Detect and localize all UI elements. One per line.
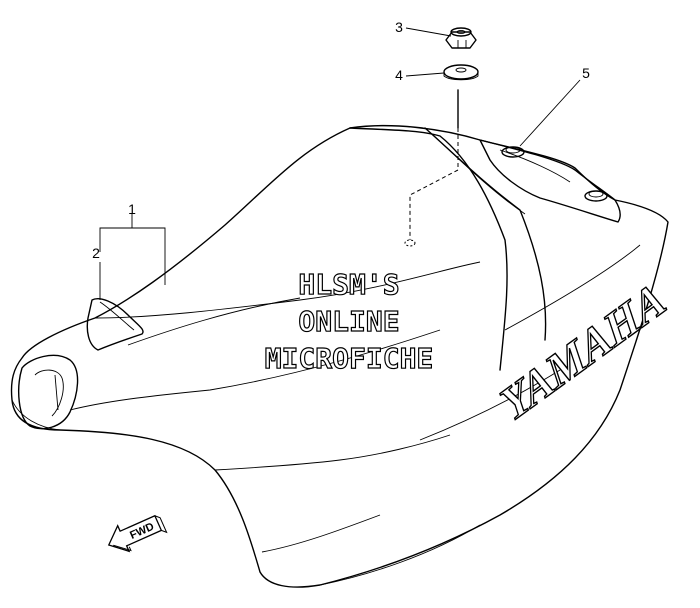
leader-lines	[99, 27, 581, 300]
watermark-line-1: HLSM'S	[298, 268, 399, 301]
watermark: HLSM'S ONLINE MICROFICHE	[264, 267, 434, 375]
brand-logo-text: YAMAHA	[493, 272, 674, 431]
hidden-stud	[409, 128, 459, 240]
grommet-hole-rear	[584, 190, 608, 202]
callout-2: 2	[92, 245, 100, 261]
washer-part	[443, 64, 479, 81]
nut-part	[445, 27, 477, 49]
seat-assembly	[10, 124, 669, 588]
seat-rear-panel	[349, 127, 508, 371]
watermark-line-3: MICROFICHE	[265, 342, 434, 375]
seat-outline	[10, 124, 669, 588]
seat-front-handle	[18, 354, 79, 430]
seat-strap	[86, 298, 144, 351]
seat-rear-hump	[479, 139, 621, 223]
callout-3: 3	[395, 19, 403, 35]
callout-5: 5	[582, 65, 590, 81]
fwd-arrow-icon: FWD	[107, 514, 168, 553]
watermark-line-2: ONLINE	[298, 305, 399, 338]
callout-1: 1	[128, 201, 136, 217]
callout-4: 4	[395, 67, 403, 83]
